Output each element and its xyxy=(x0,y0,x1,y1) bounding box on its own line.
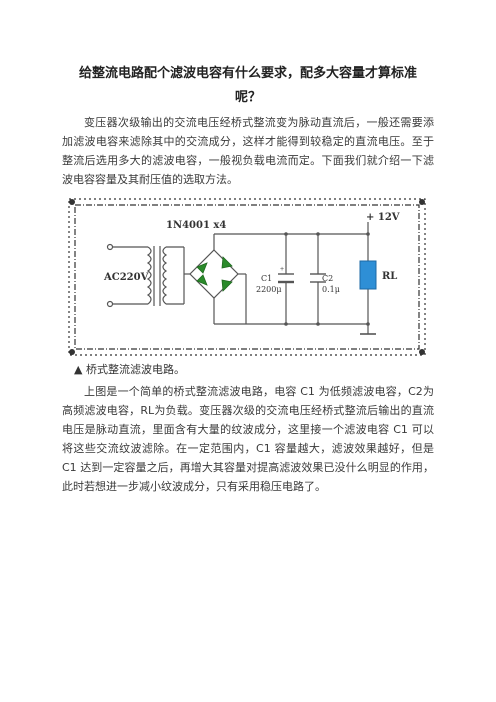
output-voltage-label: + 12V xyxy=(366,212,400,223)
c1-name-label: C1 xyxy=(261,274,272,283)
diagram-panel xyxy=(84,210,410,344)
article-title: 给整流电路配个滤波电容有什么要求，配多大容量才算标准 呢？ xyxy=(60,62,436,110)
svg-text:+: + xyxy=(280,266,284,273)
circuit-figure: + 1N4001 x4 AC220V + 12V C1 2200μ C2 xyxy=(66,196,428,358)
figure-caption: ▲ 桥式整流滤波电路。 xyxy=(74,363,185,376)
source-label: AC220V xyxy=(103,272,149,283)
c2-value-label: 0.1μ xyxy=(322,285,340,294)
capacitor-c2 xyxy=(310,273,326,283)
title-line-1: 给整流电路配个滤波电容有什么要求，配多大容量才算标准 xyxy=(78,66,417,81)
frame-corner-ornaments xyxy=(69,199,425,355)
ornamental-frame xyxy=(68,198,426,356)
diode-label: 1N4001 x4 xyxy=(166,220,226,231)
load-resistor xyxy=(359,260,377,290)
title-line-2: 呢？ xyxy=(234,90,261,105)
capacitor-c1: + xyxy=(278,266,294,284)
circuit-diagram: + 1N4001 x4 AC220V + 12V C1 2200μ C2 xyxy=(68,198,426,356)
junction-dots xyxy=(284,232,370,326)
body-paragraph: 上图是一个简单的桥式整流滤波电路，电容 C1 为低频滤波电容，C2为高频滤波电容… xyxy=(62,385,434,493)
c1-value-label: 2200μ xyxy=(256,285,282,294)
ac-terminal-top xyxy=(106,243,114,251)
load-label: RL xyxy=(382,271,397,282)
bridge-rectifier xyxy=(189,249,239,299)
intro-paragraph: 变压器次级输出的交流电压经桥式整流变为脉动直流后，一般还需要添加滤波电容来滤除其… xyxy=(62,116,434,186)
c2-name-label: C2 xyxy=(322,274,333,283)
circuit-wires xyxy=(112,222,369,334)
ac-terminal-bottom xyxy=(106,300,114,308)
transformer xyxy=(146,246,168,306)
